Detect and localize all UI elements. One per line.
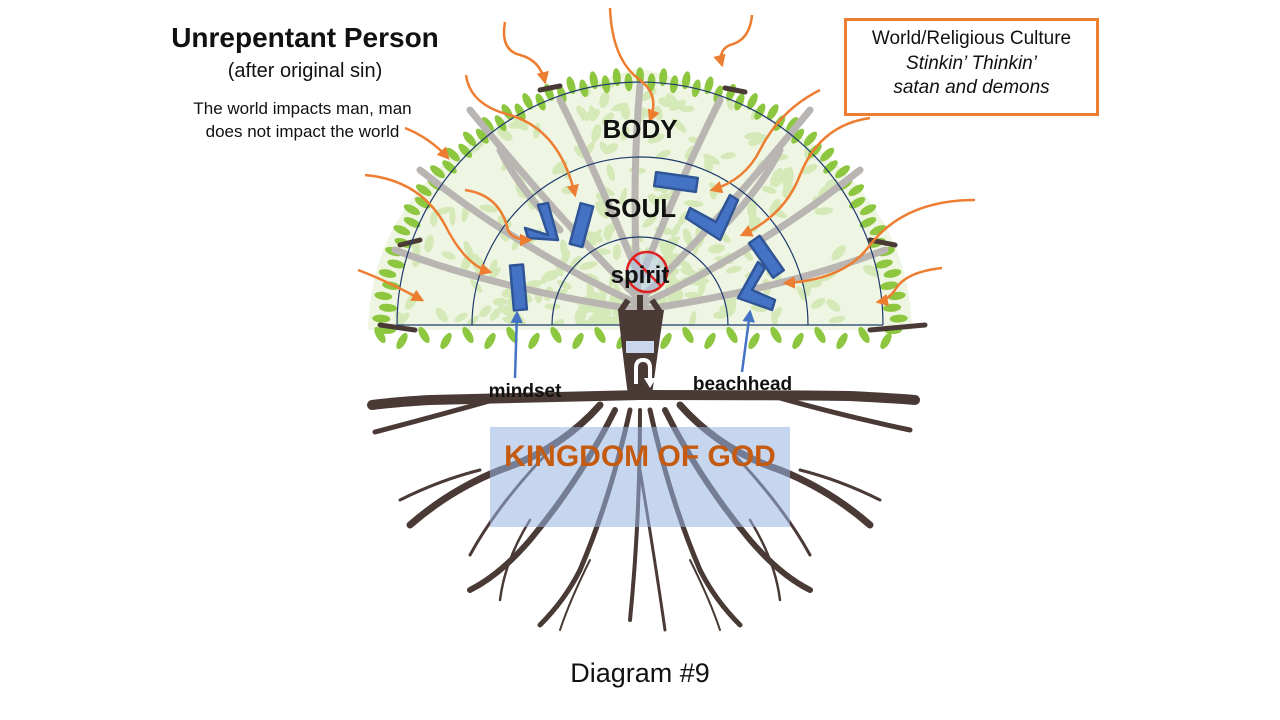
bar-marker: [747, 234, 786, 279]
tree-trunk: [617, 295, 664, 395]
mindset-bar-marker: [508, 263, 529, 312]
chevron-marker: [684, 193, 740, 242]
uturn-arrow-icon: [644, 378, 656, 388]
stronghold-markers: [508, 170, 786, 312]
bar-marker: [652, 170, 700, 194]
tree-canopy: [368, 67, 928, 350]
no-symbol-icon: [625, 250, 669, 294]
culture-line-1: World/Religious Culture: [871, 28, 1072, 49]
page-title: Unrepentant Person: [171, 22, 439, 53]
culture-box: World/Religious Culture Stinkin’ Thinkin…: [844, 18, 1099, 116]
trunk-band: [626, 341, 654, 353]
world-influence-arrows: [357, 7, 976, 307]
impact-note: The world impacts man, man does not impa…: [193, 99, 412, 141]
culture-line-2: Stinkin’ Thinkin’: [906, 52, 1037, 74]
mindset-label: mindset: [488, 381, 562, 402]
kingdom-box: [490, 427, 790, 527]
page-subtitle: (after original sin): [227, 60, 383, 82]
bar-marker: [568, 201, 595, 249]
beachhead-chevron-marker: [736, 260, 777, 312]
kingdom-label: KINGDOM OF GOD: [504, 440, 776, 473]
callout-arrows: [510, 309, 755, 379]
soul-layer-label: SOUL: [603, 193, 677, 223]
beachhead-label: beachhead: [692, 374, 793, 395]
culture-line-3: satan and demons: [893, 77, 1050, 99]
spirit-layer-label: spirit: [610, 262, 670, 289]
diagram-caption: Diagram #9: [570, 658, 710, 688]
body-layer-label: BODY: [602, 114, 678, 144]
